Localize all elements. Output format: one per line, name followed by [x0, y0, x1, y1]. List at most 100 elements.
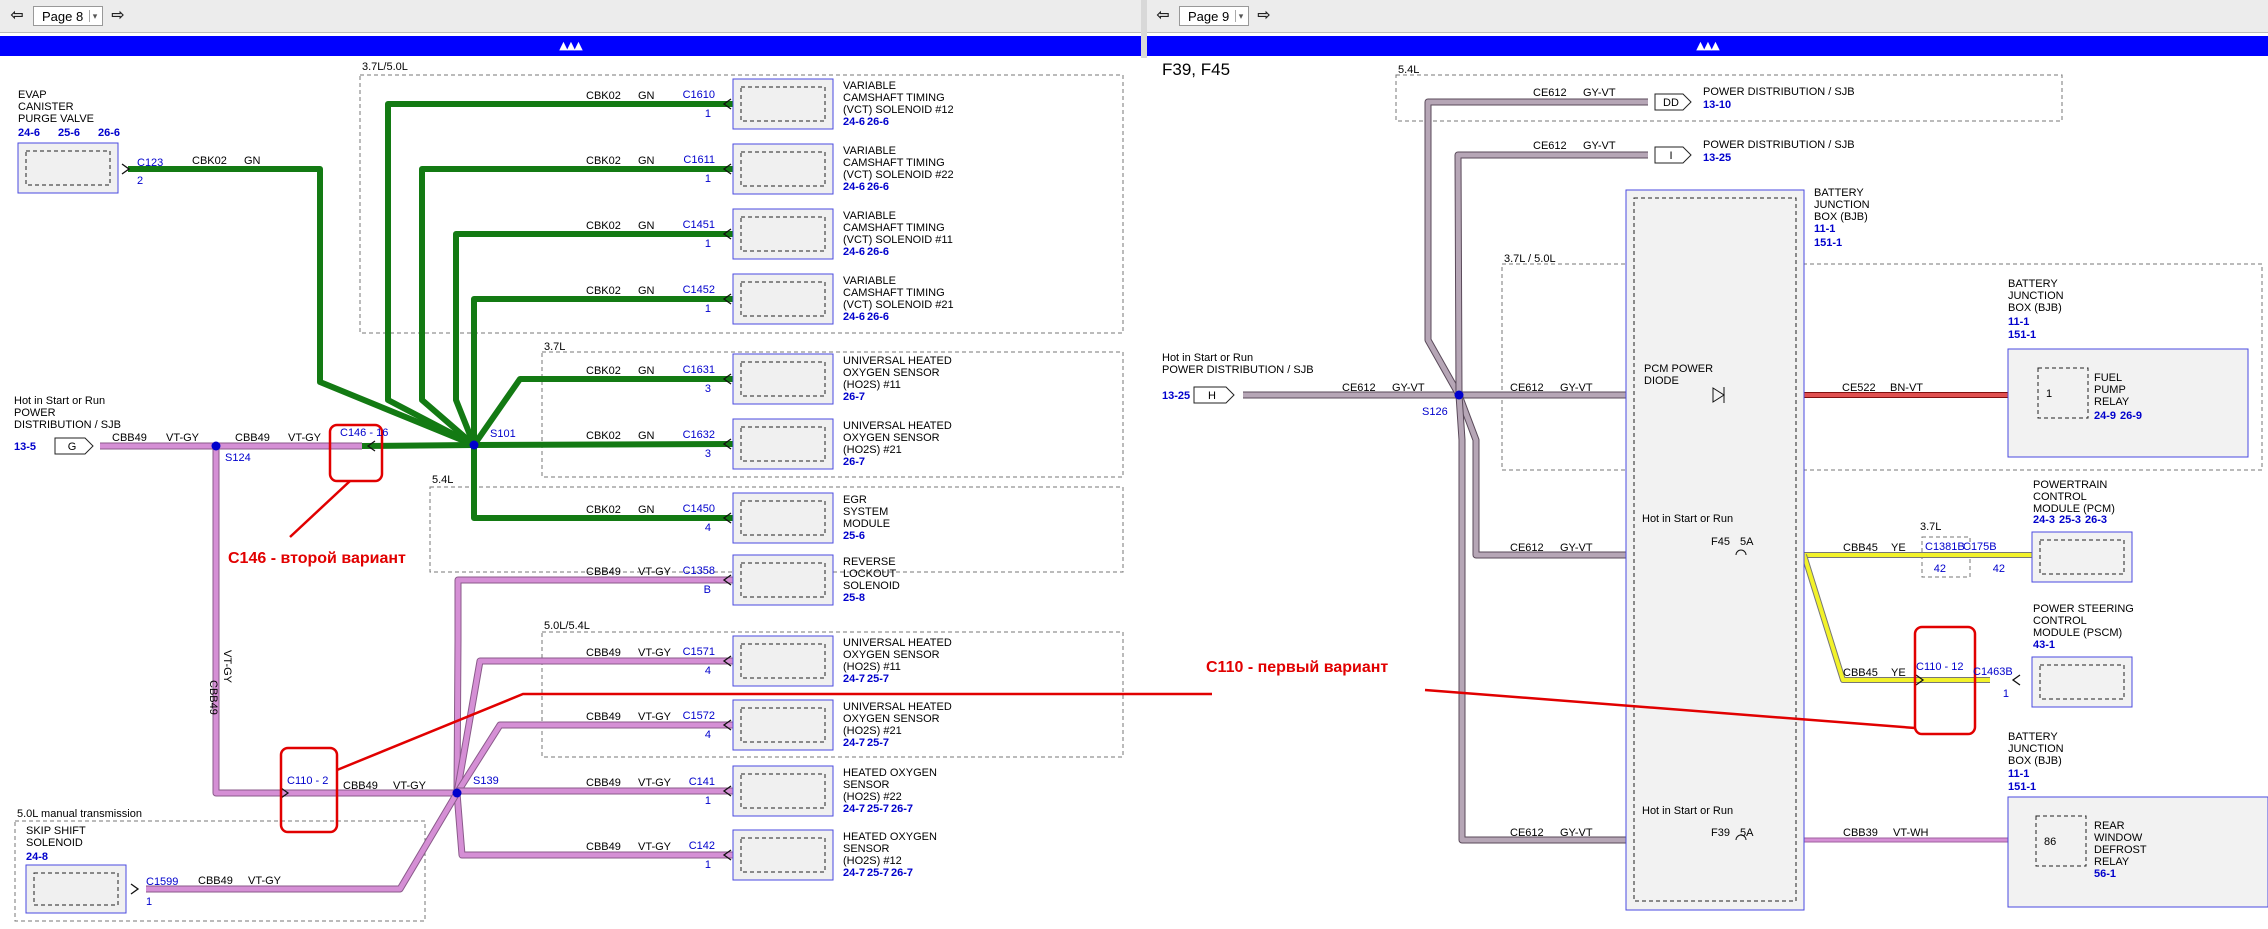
dropdown-icon: ▾	[1235, 10, 1246, 22]
label-text: C146 - 16	[340, 427, 388, 439]
component-inner	[740, 86, 826, 122]
label-text: C142	[689, 840, 715, 852]
label-text: (HO2S) #22	[843, 791, 902, 803]
pscm-inner	[2039, 664, 2125, 700]
zone-54	[1395, 74, 2063, 122]
label-text: CAMSHAFT TIMING	[843, 157, 945, 169]
label-text: CBK02	[586, 155, 621, 167]
label-text: CBB49	[586, 841, 621, 853]
page-reference: 26-6	[867, 116, 889, 128]
label-text: 4	[705, 729, 711, 741]
left-collapse-bar[interactable]: ▲▲▲	[0, 36, 1141, 56]
label-text: 86	[2044, 836, 2056, 848]
label-text: 5.4L	[432, 474, 453, 486]
back-arrow-icon[interactable]: ⇦	[1156, 5, 1170, 24]
pin-label: I	[1669, 150, 1672, 162]
label-text: CAMSHAFT TIMING	[843, 222, 945, 234]
skip-shift-solenoid	[25, 864, 127, 914]
zone-37-50	[1501, 263, 2263, 471]
label-text: SOLENOID	[843, 580, 900, 592]
label-text: SOLENOID	[26, 837, 83, 849]
wire-ce612-f39	[1456, 394, 1626, 843]
annotation-line	[289, 480, 351, 538]
right-collapse-bar[interactable]: ▲▲▲	[1147, 36, 2268, 56]
component-inner	[740, 837, 826, 873]
label-text: CE612	[1510, 542, 1544, 554]
back-arrow-icon[interactable]: ⇦	[10, 5, 24, 24]
label-text: C110 - 2	[287, 775, 328, 787]
wire-cbb49	[454, 722, 733, 795]
label-text: 1	[2046, 388, 2052, 400]
label-text: 13-5	[14, 441, 36, 453]
label-text: OXYGEN SENSOR	[843, 713, 940, 725]
label-text: GN	[244, 155, 261, 167]
page-reference: 25-6	[58, 127, 80, 139]
label-text: C1599	[146, 876, 178, 888]
label-text: GN	[638, 90, 655, 102]
label-text: 5.4L	[1398, 64, 1419, 76]
page-select-left[interactable]: Page 8 ▾	[33, 6, 103, 26]
connector-arrow	[130, 883, 140, 895]
label-text: EVAP	[18, 89, 47, 101]
page-label: Page 8	[42, 9, 84, 24]
wire-cbk02-evap	[128, 166, 476, 448]
label-text: CBK02	[586, 285, 621, 297]
label-text: 56-1	[2094, 868, 2116, 880]
label-text: F45	[1711, 536, 1730, 548]
wire-cbb45-pscm	[1802, 554, 1990, 682]
component-inner	[25, 150, 111, 186]
label-text: GN	[638, 365, 655, 377]
label-text: VT-GY	[638, 566, 672, 578]
label-text: BOX (BJB)	[1814, 211, 1868, 223]
label-text: VT-GY	[288, 432, 322, 444]
label-text: CBK02	[586, 504, 621, 516]
label-text: JUNCTION	[2008, 290, 2064, 302]
label-text: GY-VT	[1560, 827, 1593, 839]
hot-pin-tag	[54, 437, 94, 455]
label-text: PCM POWER	[1644, 363, 1713, 375]
label-text: Hot in Start or Run	[14, 395, 105, 407]
label-text: 1	[2003, 688, 2009, 700]
label-text: GN	[638, 220, 655, 232]
wire-cbk02	[473, 441, 734, 448]
wire-cbk02	[471, 445, 733, 521]
dd-pin-tag	[1654, 93, 1692, 111]
label-text: (VCT) SOLENOID #11	[843, 234, 953, 246]
connector-arrow	[722, 98, 732, 110]
forward-arrow-icon[interactable]: ⇨	[1257, 5, 1271, 24]
c110-highlight	[279, 746, 339, 834]
wire-ce612-i	[1455, 152, 1648, 396]
wire-cbb49-vertical	[213, 446, 457, 796]
label-text: VT-GY	[393, 780, 427, 792]
label-text: 13-25	[1162, 390, 1190, 402]
label-text: CE612	[1342, 382, 1376, 394]
forward-arrow-icon[interactable]: ⇨	[111, 5, 125, 24]
label-text: GY-VT	[1560, 542, 1593, 554]
label-text: CBK02	[586, 365, 621, 377]
label-text: GN	[638, 155, 655, 167]
annotation-c110: C110 - первый вариант	[1206, 659, 1388, 676]
label-text: CBK02	[586, 220, 621, 232]
connector-arrow	[722, 373, 732, 385]
label-text: SKIP SHIFT	[26, 825, 86, 837]
label-text: VT-GY	[638, 777, 672, 789]
label-text: VT-GY	[248, 875, 282, 887]
label-text: C1450	[683, 503, 715, 515]
page-reference: 26-9	[2120, 410, 2142, 422]
label-text: 3	[705, 448, 711, 460]
page-select-right[interactable]: Page 9 ▾	[1179, 6, 1249, 26]
page-reference: 25-7	[867, 803, 889, 815]
label-text: 1	[146, 896, 152, 908]
bjb-inner	[1633, 197, 1797, 902]
label-text: CBB49	[207, 680, 219, 715]
component-inner	[740, 562, 826, 598]
label-text: 5.0L manual transmission	[17, 808, 142, 820]
page-reference: 24-3	[2033, 514, 2055, 526]
label-text: F39	[1711, 827, 1730, 839]
label-text: CANISTER	[18, 101, 74, 113]
label-text: (VCT) SOLENOID #12	[843, 104, 954, 116]
wire-cbb49	[454, 577, 733, 794]
rear-defrost-relay	[2007, 796, 2268, 908]
label-text: CBB49	[112, 432, 147, 444]
